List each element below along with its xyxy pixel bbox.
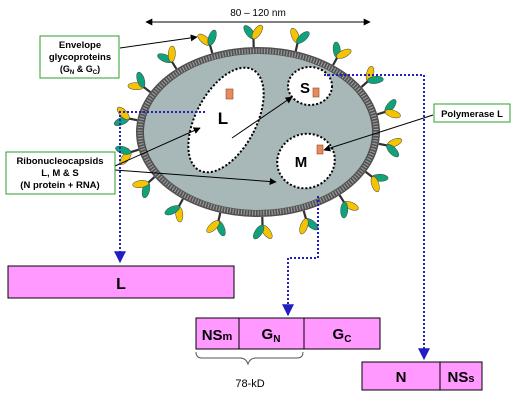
envelope-glycoproteins-label: Envelope glycoproteins (GN & GC)	[39, 35, 120, 79]
glycoprotein-spike	[206, 212, 226, 237]
m-mapping-arrow	[282, 196, 319, 317]
glycoprotein-spike	[127, 71, 151, 93]
precursor-label: 78-kD	[235, 378, 264, 390]
segment-large-label: L	[218, 109, 228, 128]
polymerase-text: Polymerase L	[441, 109, 503, 120]
glycoprotein-spike	[299, 210, 319, 235]
glycoprotein-spike	[157, 45, 178, 70]
envelope-line2: glycoproteins	[49, 52, 111, 63]
glycoprotein-spike	[338, 194, 359, 219]
ribo-line2: L, M & S	[41, 168, 78, 179]
polymerase-marker-s	[312, 87, 320, 98]
ribo-line1: Ribonucleocapsids	[16, 156, 103, 167]
ribo-line3: (N protein + RNA)	[20, 180, 99, 191]
l-protein-label: L	[116, 276, 126, 293]
segment-medium: M	[276, 132, 336, 190]
gn-label: GN	[262, 326, 281, 345]
envelope-line1: Envelope	[59, 40, 101, 51]
nss-label: NSs	[448, 369, 475, 386]
leader-lines	[114, 34, 434, 186]
diameter-label: 80 – 120 nm	[230, 8, 286, 19]
gc-label: GC	[333, 326, 352, 345]
polymerase-marker-l	[225, 88, 234, 100]
glycoprotein-spike	[332, 41, 352, 66]
glycoprotein-spike	[253, 216, 273, 240]
ribonucleocapsids-label: Ribonucleocapsids L, M & S (N protein + …	[5, 151, 116, 195]
diameter-indicator: 80 – 120 nm	[145, 8, 371, 26]
s-mapping-arrow	[324, 74, 430, 361]
polymerase-marker-m	[316, 144, 324, 155]
precursor-bracket: 78-kD	[195, 351, 304, 390]
glycoprotein-spike	[132, 176, 156, 199]
n-protein-label: N	[396, 369, 407, 386]
virion	[136, 47, 380, 217]
glycoprotein-spike	[243, 24, 263, 48]
glycoprotein-spike	[290, 27, 310, 52]
segment-small: S	[287, 66, 333, 106]
segment-small-label: S	[300, 80, 310, 97]
virion-membrane-hatch	[137, 48, 379, 216]
s-protein-boxes: N NSs	[361, 361, 483, 391]
glycoprotein-spike	[197, 29, 217, 54]
l-protein-box: L	[7, 265, 235, 299]
l-mapping-arrow	[114, 111, 205, 264]
glycoprotein-spike	[164, 198, 184, 223]
glycoprotein-spike	[113, 106, 138, 127]
nsm-label: NSm	[202, 327, 233, 344]
glycoprotein-spikes	[113, 24, 403, 240]
polymerase-label: Polymerase L	[433, 103, 511, 123]
glycoprotein-spike	[376, 99, 401, 119]
glycoprotein-spike	[378, 137, 403, 158]
mapping-arrows	[114, 74, 430, 361]
glycoprotein-spike	[365, 171, 389, 193]
segment-medium-label: M	[295, 154, 308, 171]
m-protein-boxes: NSm GN GC	[195, 317, 381, 350]
envelope-line3: (GN & GC)	[60, 64, 100, 76]
segment-large: L	[187, 66, 265, 174]
